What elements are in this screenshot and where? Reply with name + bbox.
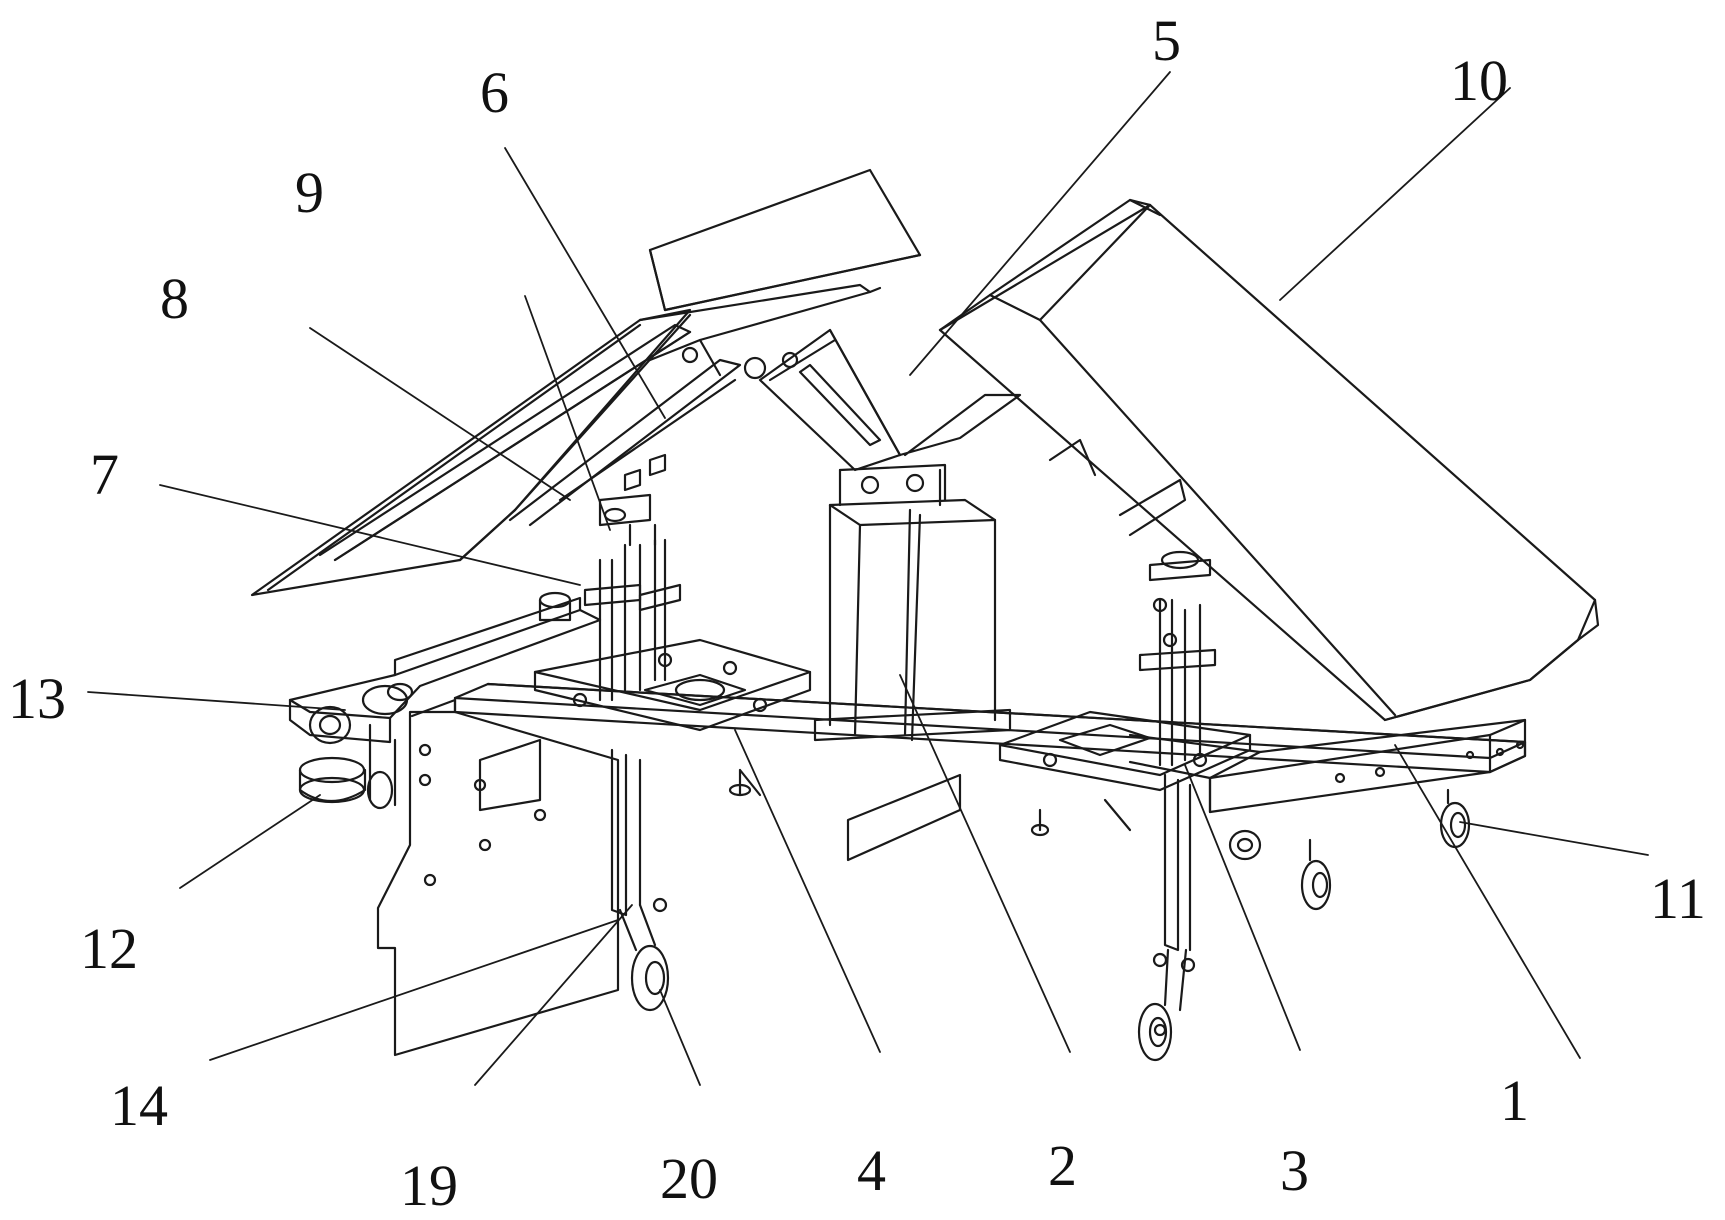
left-lift-cylinder [538, 453, 682, 702]
label-6: 6 [480, 60, 509, 125]
label-5: 5 [1152, 8, 1181, 73]
left-leg-caster [610, 748, 670, 1012]
label-11: 11 [1650, 866, 1706, 931]
wheel-assembly-right [1228, 788, 1471, 911]
left-end-assembly [288, 596, 602, 810]
label-8: 8 [160, 266, 189, 331]
label-14: 14 [110, 1073, 168, 1138]
reference-labels: 1 2 3 4 5 6 7 8 9 10 11 12 13 14 19 20 [8, 8, 1706, 1218]
label-13: 13 [8, 666, 66, 731]
leader-lines [87, 71, 1649, 1086]
label-19: 19 [400, 1153, 458, 1218]
label-7: 7 [90, 442, 119, 507]
upper-tray [638, 168, 922, 342]
center-column [813, 463, 1012, 742]
tilting-panel [250, 308, 799, 597]
label-1: 1 [1500, 1068, 1529, 1133]
label-20: 20 [660, 1146, 718, 1211]
left-mount-plate [533, 638, 812, 797]
label-3: 3 [1280, 1138, 1309, 1203]
label-2: 2 [1048, 1133, 1077, 1198]
right-mount-plate [998, 710, 1252, 837]
left-side-plate [376, 698, 620, 1057]
hopper [938, 198, 1600, 722]
link-arm [758, 328, 1022, 472]
label-12: 12 [80, 916, 138, 981]
right-leg-caster [1137, 773, 1196, 1062]
right-lift-cylinder [1138, 550, 1217, 767]
lower-fin [846, 773, 962, 862]
label-9: 9 [295, 160, 324, 225]
label-4: 4 [857, 1138, 886, 1203]
label-10: 10 [1450, 48, 1508, 113]
